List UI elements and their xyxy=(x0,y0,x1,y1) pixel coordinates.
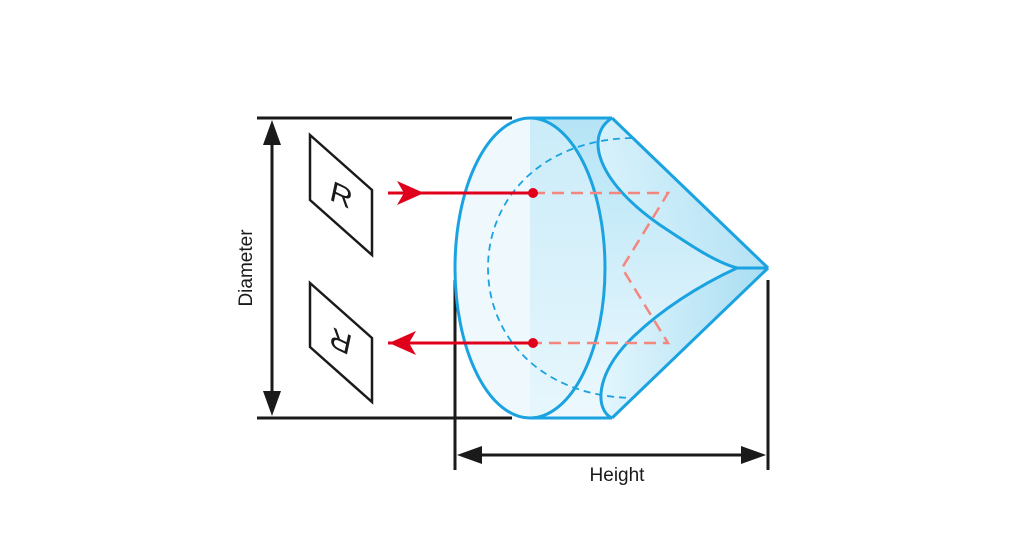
hidden-edge xyxy=(487,137,633,399)
arrow-left-icon xyxy=(389,331,416,355)
output-image-box: R xyxy=(308,280,374,405)
front-face xyxy=(453,116,607,420)
arrow-up-icon xyxy=(263,120,281,145)
height-label: Height xyxy=(590,465,646,486)
letter-r-inverted: R xyxy=(330,319,352,363)
arrow-right-icon xyxy=(397,181,424,205)
arrow-down-icon xyxy=(263,391,281,416)
arrow-left-icon xyxy=(457,446,482,464)
beam-path xyxy=(388,181,671,355)
diameter-label: Diameter xyxy=(236,229,257,307)
input-image-box: R xyxy=(308,132,374,258)
exit-point xyxy=(528,338,538,348)
diameter-dimension xyxy=(257,116,512,420)
letter-r-upright: R xyxy=(330,172,352,216)
height-dimension xyxy=(453,280,770,470)
arrow-right-icon xyxy=(741,446,766,464)
entry-point xyxy=(528,188,538,198)
prism xyxy=(453,116,770,420)
